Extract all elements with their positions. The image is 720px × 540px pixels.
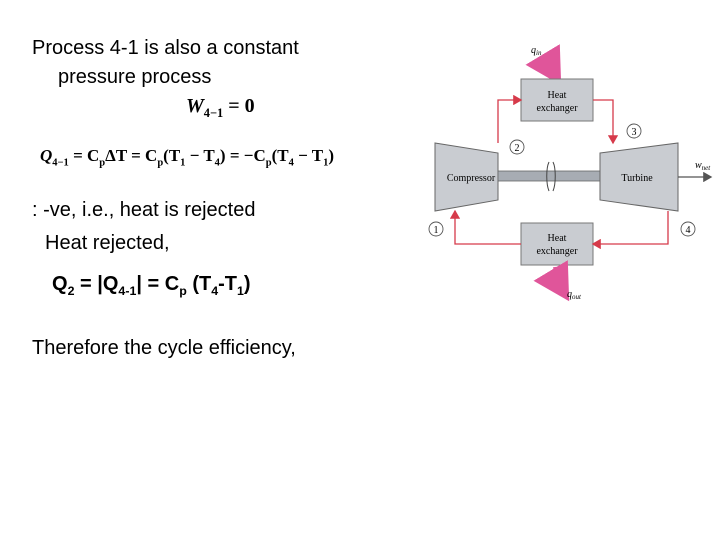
heat-eq-p3: (T xyxy=(163,146,181,165)
text-line-cycle-efficiency: Therefore the cycle efficiency, xyxy=(32,337,296,359)
w-net-label: wnet xyxy=(695,160,711,172)
pipe-turbine-to-hx xyxy=(591,211,669,250)
compressor xyxy=(434,142,499,212)
shaft-rotation-left xyxy=(546,161,550,192)
pipe-compressor-to-hx xyxy=(497,94,523,143)
heat-exchanger-bottom-label-2: exchanger xyxy=(536,246,578,257)
heat-eq-p2-sub: p xyxy=(157,157,164,169)
q2-c-sub: p xyxy=(179,284,187,298)
text-line-pressure-process: pressure process xyxy=(58,66,212,88)
shaft-rotation-right xyxy=(552,161,556,192)
q-in-arrow xyxy=(525,44,562,86)
heat-equation: Q4−1 = CpΔT = Cp(T1 − T4) = −Cp(T4 − T1) xyxy=(40,146,334,168)
q-out-label: qout xyxy=(567,289,582,301)
state-marker-4: 4 xyxy=(680,221,696,237)
state-marker-2: 2 xyxy=(509,139,525,155)
heat-eq-p7-sub: 1 xyxy=(323,157,329,169)
svg-text:2: 2 xyxy=(515,143,520,154)
q2-c: | = C xyxy=(136,273,180,295)
heat-exchanger-top-label-1: Heat xyxy=(548,90,567,101)
heat-eq-p8: ) xyxy=(328,146,335,165)
heat-eq-p3-sub: 1 xyxy=(180,157,186,169)
q2-a: Q xyxy=(52,273,68,295)
heat-eq-p5: ) = −C xyxy=(219,146,266,165)
q2-d-sub: 4 xyxy=(211,284,219,298)
heat-eq-p5-sub: p xyxy=(265,157,272,169)
text-line-process-4-1: Process 4-1 is also a constant xyxy=(32,37,299,59)
state-marker-1: 1 xyxy=(428,221,444,237)
shaft xyxy=(497,170,601,182)
q-in-label: qin xyxy=(531,45,542,57)
heat-exchanger-bottom-label-1: Heat xyxy=(548,233,567,244)
q2-equation: Q2 = |Q4-1| = Cp (T4-T1) xyxy=(52,273,251,298)
q2-d: (T xyxy=(186,273,212,295)
heat-eq-lhs: Q xyxy=(40,146,53,165)
turbine-label: Turbine xyxy=(621,173,653,184)
heat-exchanger-top-label-2: exchanger xyxy=(536,103,578,114)
heat-eq-p1-sub: p xyxy=(99,157,106,169)
q2-b-sub: 4-1 xyxy=(118,284,137,298)
heat-eq-lhs-sub: 4−1 xyxy=(52,157,69,169)
state-marker-3: 3 xyxy=(626,123,642,139)
heat-eq-p6-sub: 4 xyxy=(288,157,294,169)
svg-text:1: 1 xyxy=(434,225,439,236)
work-equation: W4−1 = 0 xyxy=(186,95,255,121)
turbine xyxy=(599,142,679,212)
heat-exchanger-bottom xyxy=(520,222,594,266)
text-line-heat-rejected: Heat rejected, xyxy=(45,232,170,254)
compressor-label: Compressor xyxy=(447,173,496,184)
heat-eq-p2: ΔT = C xyxy=(105,146,158,165)
q2-b: = |Q xyxy=(74,273,119,295)
svg-text:3: 3 xyxy=(632,127,637,138)
work-symbol: W xyxy=(186,95,204,117)
pipe-hx-to-compressor xyxy=(449,209,521,245)
q2-e-sub: 1 xyxy=(237,284,244,298)
q2-a-sub: 2 xyxy=(67,284,75,298)
heat-eq-p4: − T xyxy=(185,146,215,165)
work-subscript: 4−1 xyxy=(203,106,224,120)
heat-eq-p1: = C xyxy=(68,146,100,165)
heat-eq-p4-sub: 4 xyxy=(214,157,220,169)
heat-eq-p6: (T xyxy=(271,146,289,165)
brayton-cycle-diagram: qin Heat exchanger Compressor Turbine wn… xyxy=(428,44,713,302)
heat-exchanger-top xyxy=(520,78,594,122)
heat-eq-p7: − T xyxy=(293,146,324,165)
svg-text:4: 4 xyxy=(686,225,691,236)
text-line-heat-rejected-note: : -ve, i.e., heat is rejected xyxy=(32,199,256,221)
pipe-hx-to-turbine xyxy=(593,99,619,145)
q2-f: ) xyxy=(243,273,251,295)
work-rhs: = 0 xyxy=(228,95,255,117)
q2-e: -T xyxy=(218,273,237,295)
q-out-arrow xyxy=(533,260,570,302)
